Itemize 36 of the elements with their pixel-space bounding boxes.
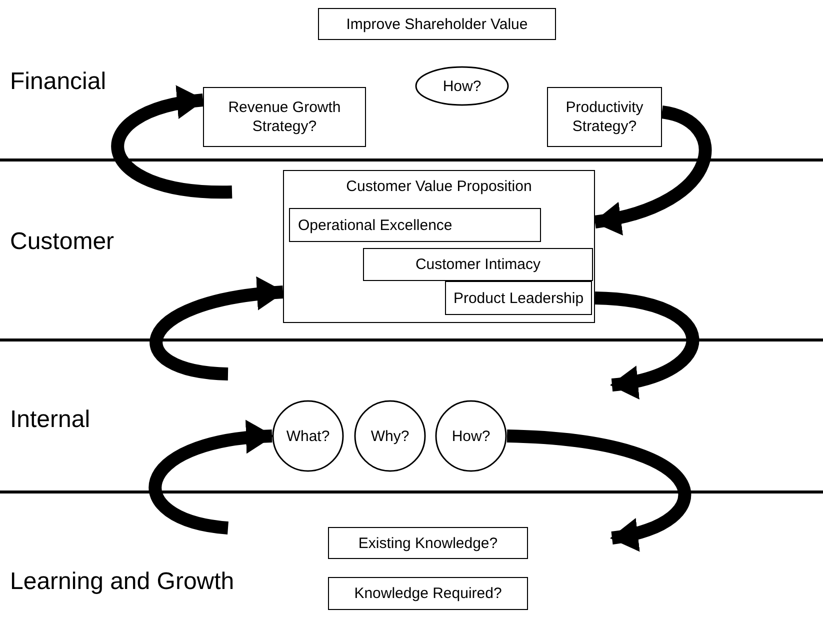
text-box [289,208,541,242]
layer-label: Financial [10,68,106,96]
node-label: Existing Knowledge? [358,534,498,552]
node-label: Improve Shareholder Value [346,14,528,34]
text-box [363,248,593,281]
text-box [203,87,366,147]
node-label: How? [442,76,482,96]
node-label: Product Leadership [452,288,585,308]
circle-node [435,400,507,472]
circle-node [354,400,426,472]
circle-node [272,400,344,472]
node-label: Productivity Strategy? [564,98,644,136]
node-label: What? [286,426,330,446]
curved-arrow [149,421,274,534]
node-label: Knowledge Required? [354,584,502,603]
text-box [547,87,662,147]
node-label: Revenue Growth Strategy? [227,98,342,136]
text-box [283,170,595,323]
node-label: Why? [370,426,410,446]
node-label: Customer Intimacy [415,255,541,274]
node-label: Operational Excellence [298,216,452,234]
layer-label: Customer [10,228,114,256]
curved-arrow [594,292,700,398]
node-label: How? [452,426,490,446]
layer-label: Internal [10,406,90,434]
curved-arrow [506,430,691,550]
group-heading: Customer Value Proposition [346,177,532,196]
text-box [318,8,556,40]
text-box [328,527,528,559]
curved-arrow [150,277,285,380]
text-box [445,281,592,315]
text-box [328,577,528,610]
oval-node [415,66,509,106]
layer-label: Learning and Growth [10,568,234,596]
curved-arrow [112,86,232,198]
curved-arrow [593,106,712,234]
